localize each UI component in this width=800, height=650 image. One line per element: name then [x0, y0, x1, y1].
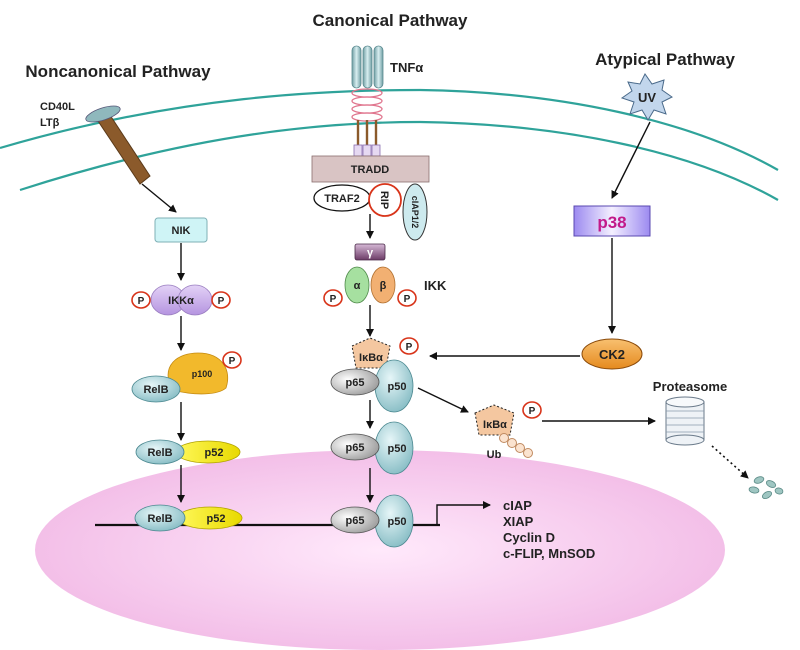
- label-alpha: α: [354, 280, 361, 292]
- phospho-ikk-left-label: P: [330, 294, 337, 305]
- cd40-receptor-head: [85, 105, 121, 123]
- relb-with-p100: [131, 375, 181, 403]
- target-gene-1: cIAP: [503, 498, 532, 513]
- target-gene-3: Cyclin D: [503, 530, 555, 545]
- phospho-ikba-1: [399, 337, 419, 355]
- p100-shape: [167, 352, 228, 395]
- label-p65-3: p65: [346, 515, 365, 527]
- label-rip: RIP: [378, 191, 390, 209]
- phospho-ikka-left-label: P: [138, 296, 145, 307]
- cd40-receptor-stem: [95, 111, 151, 185]
- label-p65-2: p65: [346, 442, 365, 454]
- label-proteasome: Proteasome: [653, 379, 727, 394]
- ubiquitin-chain: [499, 433, 533, 458]
- label-ck2: CK2: [599, 347, 625, 362]
- label-traf2: TRAF2: [324, 193, 359, 205]
- phospho-ikka-right-label: P: [218, 296, 225, 307]
- phospho-ikba-2: [522, 401, 542, 419]
- ikba-shape-2: [474, 404, 515, 436]
- arrow-uv-to-p38: [611, 121, 651, 199]
- ciap12-shape: [402, 183, 428, 241]
- phospho-p100-label: P: [229, 356, 236, 367]
- label-p50-2: p50: [388, 443, 407, 455]
- label-ciap12: cIAP1/2: [410, 196, 420, 229]
- label-cd40l: CD40L: [40, 101, 75, 113]
- nik-box: [154, 217, 208, 243]
- label-tradd: TRADD: [351, 164, 390, 176]
- p38-box: [573, 205, 651, 237]
- label-relb-1: RelB: [143, 384, 168, 396]
- phospho-ikka-left: [131, 291, 151, 309]
- p65-free: [330, 433, 380, 461]
- transcription-arrow: [436, 501, 491, 525]
- target-gene-2: XIAP: [503, 514, 534, 529]
- phospho-ikba-1-label: P: [406, 342, 413, 353]
- p65-nucleus: [330, 506, 380, 534]
- label-p38: p38: [597, 213, 626, 232]
- peptide-fragments: [748, 476, 784, 500]
- tnf-receptor-cyto-2: [362, 144, 372, 157]
- arrow-receptor-to-nik: [141, 183, 177, 213]
- label-p52-2: p52: [207, 513, 226, 525]
- ikk-beta: [370, 266, 396, 304]
- label-ikba-1: IκBα: [359, 352, 383, 364]
- title-canonical: Canonical Pathway: [313, 11, 468, 30]
- ikk-gamma: [354, 243, 386, 261]
- label-tnfa: TNFα: [390, 60, 423, 75]
- relb-nucleus: [134, 504, 186, 532]
- arrow-proteasome-to-fragments: [711, 445, 749, 479]
- label-ikk: IKK: [424, 278, 447, 293]
- tnf-receptor-cyto-1: [353, 144, 363, 157]
- label-p50-3: p50: [388, 516, 407, 528]
- title-atypical: Atypical Pathway: [595, 50, 735, 69]
- label-p65-1: p65: [346, 377, 365, 389]
- label-beta: β: [380, 280, 387, 292]
- phospho-p100: [222, 351, 242, 369]
- uv-starburst: [620, 73, 673, 121]
- label-p52-1: p52: [205, 447, 224, 459]
- tnfa-subunit-2: [362, 45, 373, 89]
- label-ltb: LTβ: [40, 117, 60, 129]
- target-gene-4: c-FLIP, MnSOD: [503, 546, 595, 561]
- phospho-ikka-right: [211, 291, 231, 309]
- tnfa-subunit-3: [373, 45, 384, 89]
- phospho-ikba-2-label: P: [529, 406, 536, 417]
- membrane-outer: [0, 88, 779, 171]
- label-uv: UV: [638, 90, 656, 105]
- tnf-receptor-extracellular: [351, 88, 383, 122]
- rip-shape: [368, 183, 402, 217]
- ikba-shape-1: [351, 337, 391, 369]
- tnf-receptor-cyto-3: [371, 144, 381, 157]
- tnfa-subunit-1: [351, 45, 362, 89]
- p65-with-ikba: [330, 368, 380, 396]
- arrow-ikba-to-ub: [417, 387, 469, 413]
- label-nik: NIK: [172, 225, 191, 237]
- label-ikka: IKKα: [168, 295, 194, 307]
- label-p100: p100: [192, 369, 213, 379]
- label-relb-2: RelB: [147, 447, 172, 459]
- ikk-alpha: [344, 266, 370, 304]
- label-ub: Ub: [487, 449, 502, 461]
- label-relb-3: RelB: [147, 513, 172, 525]
- proteasome-barrel: [665, 396, 705, 446]
- phospho-ikk-right: [397, 289, 417, 307]
- nucleus: [35, 450, 725, 650]
- label-ikba-2: IκBα: [483, 419, 507, 431]
- membrane-inner: [19, 120, 779, 201]
- label-p50-1: p50: [388, 381, 407, 393]
- relb-cytoplasm: [135, 439, 185, 465]
- phospho-ikk-left: [323, 289, 343, 307]
- title-noncanonical: Noncanonical Pathway: [25, 62, 211, 81]
- label-gamma: γ: [367, 247, 374, 259]
- ck2-shape: [581, 338, 643, 370]
- tradd-box: [311, 155, 430, 183]
- phospho-ikk-right-label: P: [404, 294, 411, 305]
